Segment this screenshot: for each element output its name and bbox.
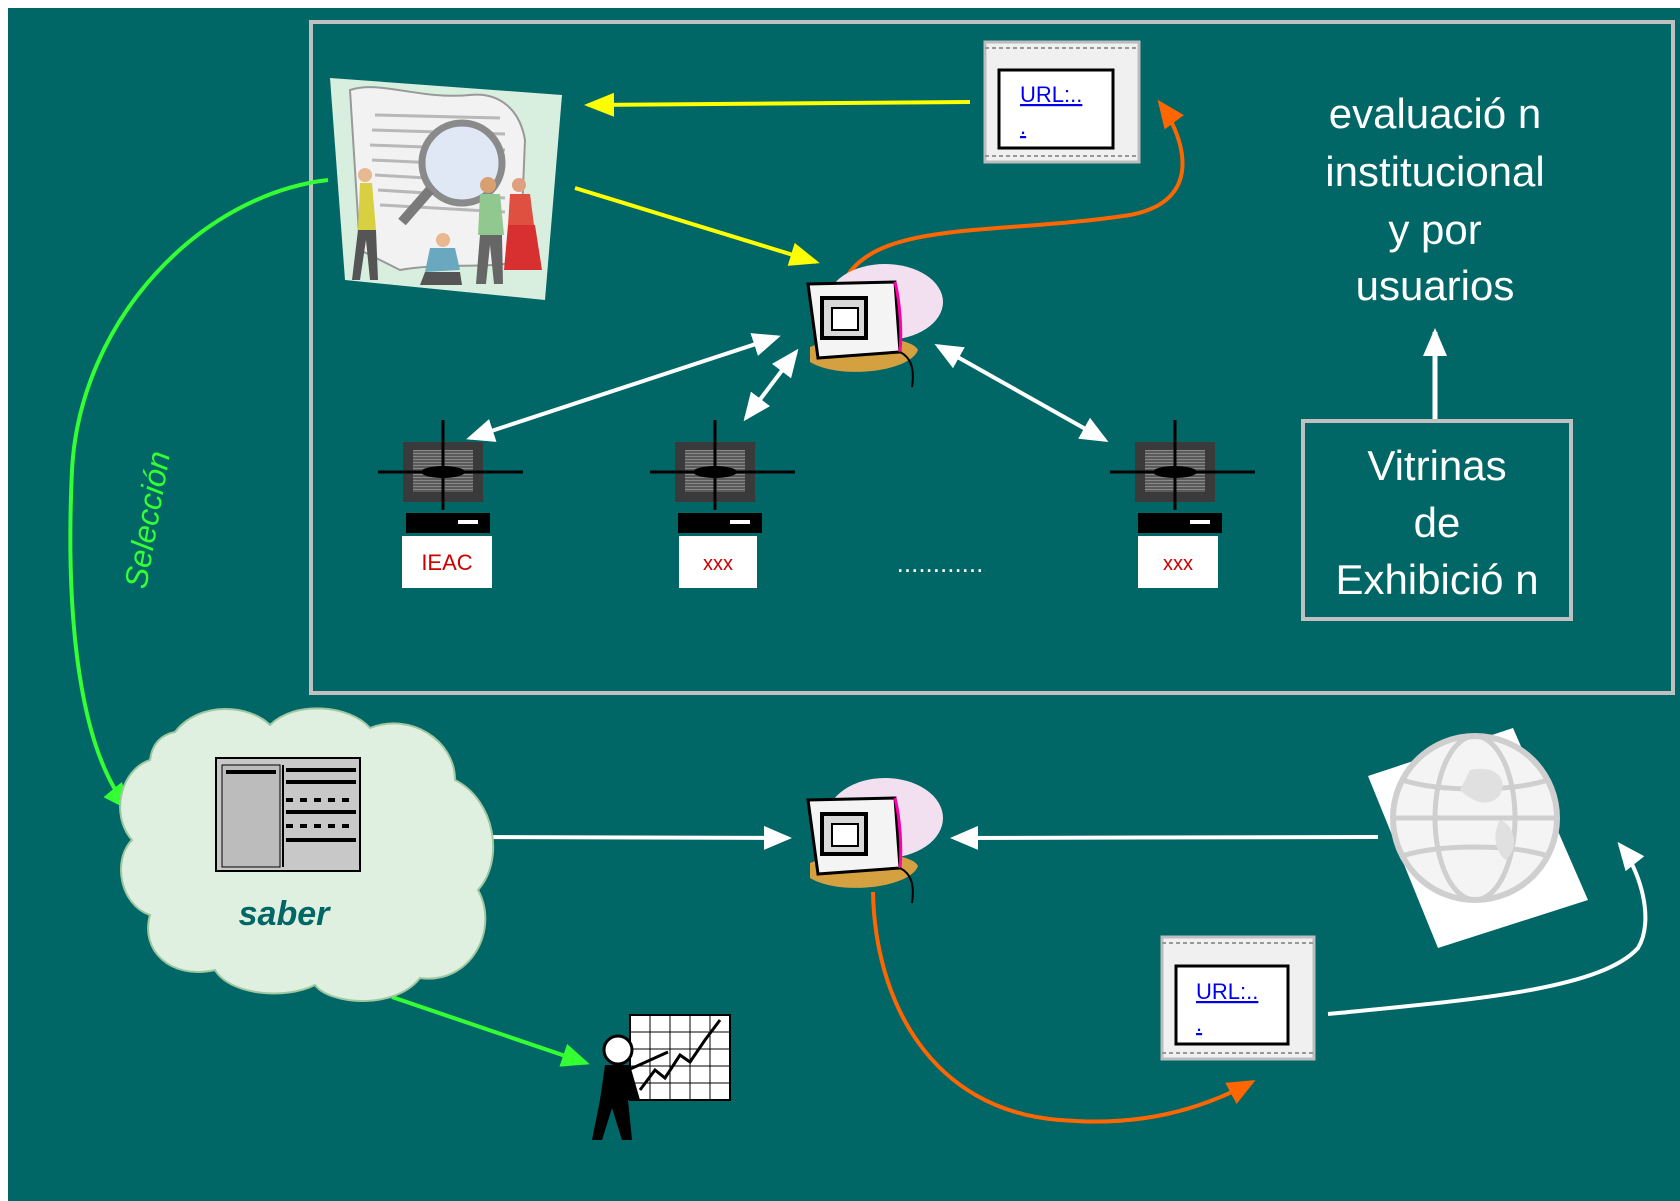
globe-icon [1368, 728, 1588, 948]
upper-frame [309, 20, 1675, 695]
vitrinas-line-1: Vitrinas [1367, 442, 1506, 489]
document-review-clipart-icon [330, 78, 562, 300]
url-bottom-line1[interactable]: URL:.. [1196, 979, 1258, 1004]
computer-top-icon [806, 264, 943, 388]
saber-label: saber [239, 895, 331, 933]
url-top-line1[interactable]: URL:.. [1020, 82, 1082, 107]
arrow-computer-server-1 [466, 333, 781, 442]
server-1: IEAC [378, 420, 523, 588]
web-page-top-icon: URL:.. . [983, 40, 1141, 164]
server-icon [1110, 420, 1255, 533]
heading-line-4: usuarios [1356, 262, 1515, 309]
arrow-computer-to-url-bottom [871, 891, 1256, 1124]
server-3-label: xxx [1163, 553, 1193, 575]
heading-line-3: y por [1388, 206, 1481, 253]
arrow-computer-server-3 [934, 344, 1109, 442]
url-bottom-line2[interactable]: . [1196, 1011, 1202, 1036]
arrow-seleccion [68, 178, 329, 812]
heading-line-1: evaluació n [1329, 90, 1541, 137]
url-top-line2[interactable]: . [1020, 114, 1026, 139]
server-3: xxx [1110, 420, 1255, 588]
heading-line-2: institucional [1325, 148, 1544, 195]
arrow-computer-server-2 [743, 348, 799, 422]
server-2-label: xxx [703, 553, 733, 575]
arrow-globe-to-computer [950, 825, 1379, 850]
slide-background [8, 8, 1680, 1201]
arrow-computer-to-url-top [844, 99, 1185, 280]
knowledge-cloud-icon: saber [119, 707, 495, 1002]
server-icon [378, 420, 523, 533]
vitrinas-line-2: de [1414, 499, 1461, 546]
seleccion-label: Selección [117, 448, 177, 591]
servers-ellipsis: ............ [897, 548, 984, 578]
presenter-chart-icon [592, 1014, 731, 1140]
arrow-url-to-globe [1327, 841, 1648, 1016]
server-icon [650, 420, 795, 533]
arrow-cloud-to-presenter [391, 995, 590, 1067]
arrow-url-to-document [584, 92, 971, 117]
server-1-label: IEAC [421, 550, 472, 575]
vitrinas-box: Vitrinas de Exhibició n [1301, 419, 1573, 621]
arrow-document-to-computer [574, 186, 820, 266]
vitrinas-line-3: Exhibició n [1335, 556, 1538, 603]
evaluation-heading: evaluació n institucional y por usuarios [1325, 90, 1544, 309]
arrow-cloud-computer [458, 825, 792, 850]
server-2: xxx [650, 420, 795, 588]
computer-bottom-icon [806, 778, 943, 904]
web-page-bottom-icon: URL:.. . [1160, 935, 1316, 1061]
